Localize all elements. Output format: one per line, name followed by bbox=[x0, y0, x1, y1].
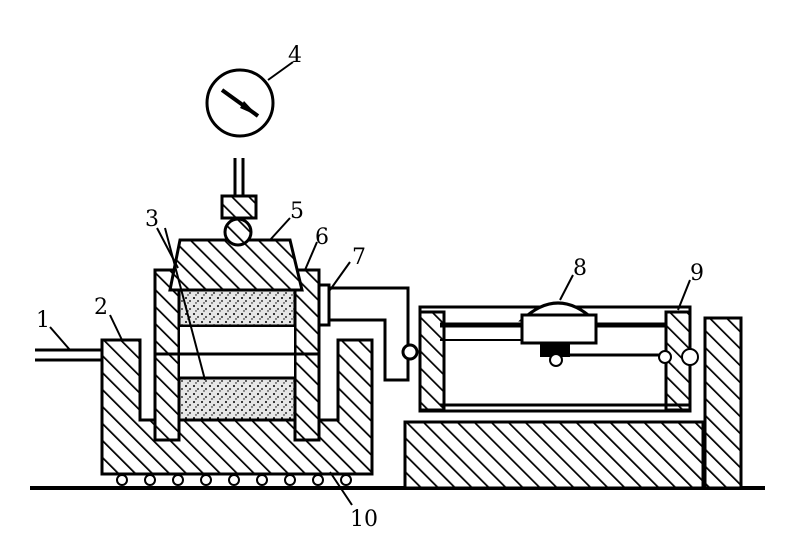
label-9: 9 bbox=[690, 261, 704, 286]
label-2: 2 bbox=[94, 295, 108, 320]
dial-gauge bbox=[205, 68, 275, 138]
porous-stone-top bbox=[177, 288, 297, 328]
soil-sample bbox=[178, 325, 296, 379]
label-6: 6 bbox=[315, 225, 329, 250]
label-10: 10 bbox=[350, 507, 378, 532]
connector-bracket bbox=[317, 283, 419, 382]
load-sensor bbox=[518, 301, 598, 367]
label-8: 8 bbox=[573, 256, 587, 281]
label-3: 3 bbox=[145, 207, 159, 232]
label-5: 5 bbox=[290, 199, 304, 224]
end-post bbox=[703, 316, 743, 490]
callout-labels: 1 2 3 4 5 6 7 8 9 10 bbox=[36, 43, 704, 532]
roller-balls bbox=[116, 474, 352, 486]
label-4: 4 bbox=[288, 43, 302, 68]
loading-cap bbox=[168, 238, 304, 292]
loading-ball bbox=[223, 217, 253, 247]
label-1: 1 bbox=[36, 308, 50, 333]
leader-lines bbox=[49, 61, 691, 506]
label-7: 7 bbox=[352, 245, 366, 270]
frame-base bbox=[403, 420, 705, 490]
dial-holder bbox=[220, 194, 258, 220]
push-rod bbox=[35, 348, 105, 362]
porous-stone-bottom bbox=[177, 376, 297, 422]
